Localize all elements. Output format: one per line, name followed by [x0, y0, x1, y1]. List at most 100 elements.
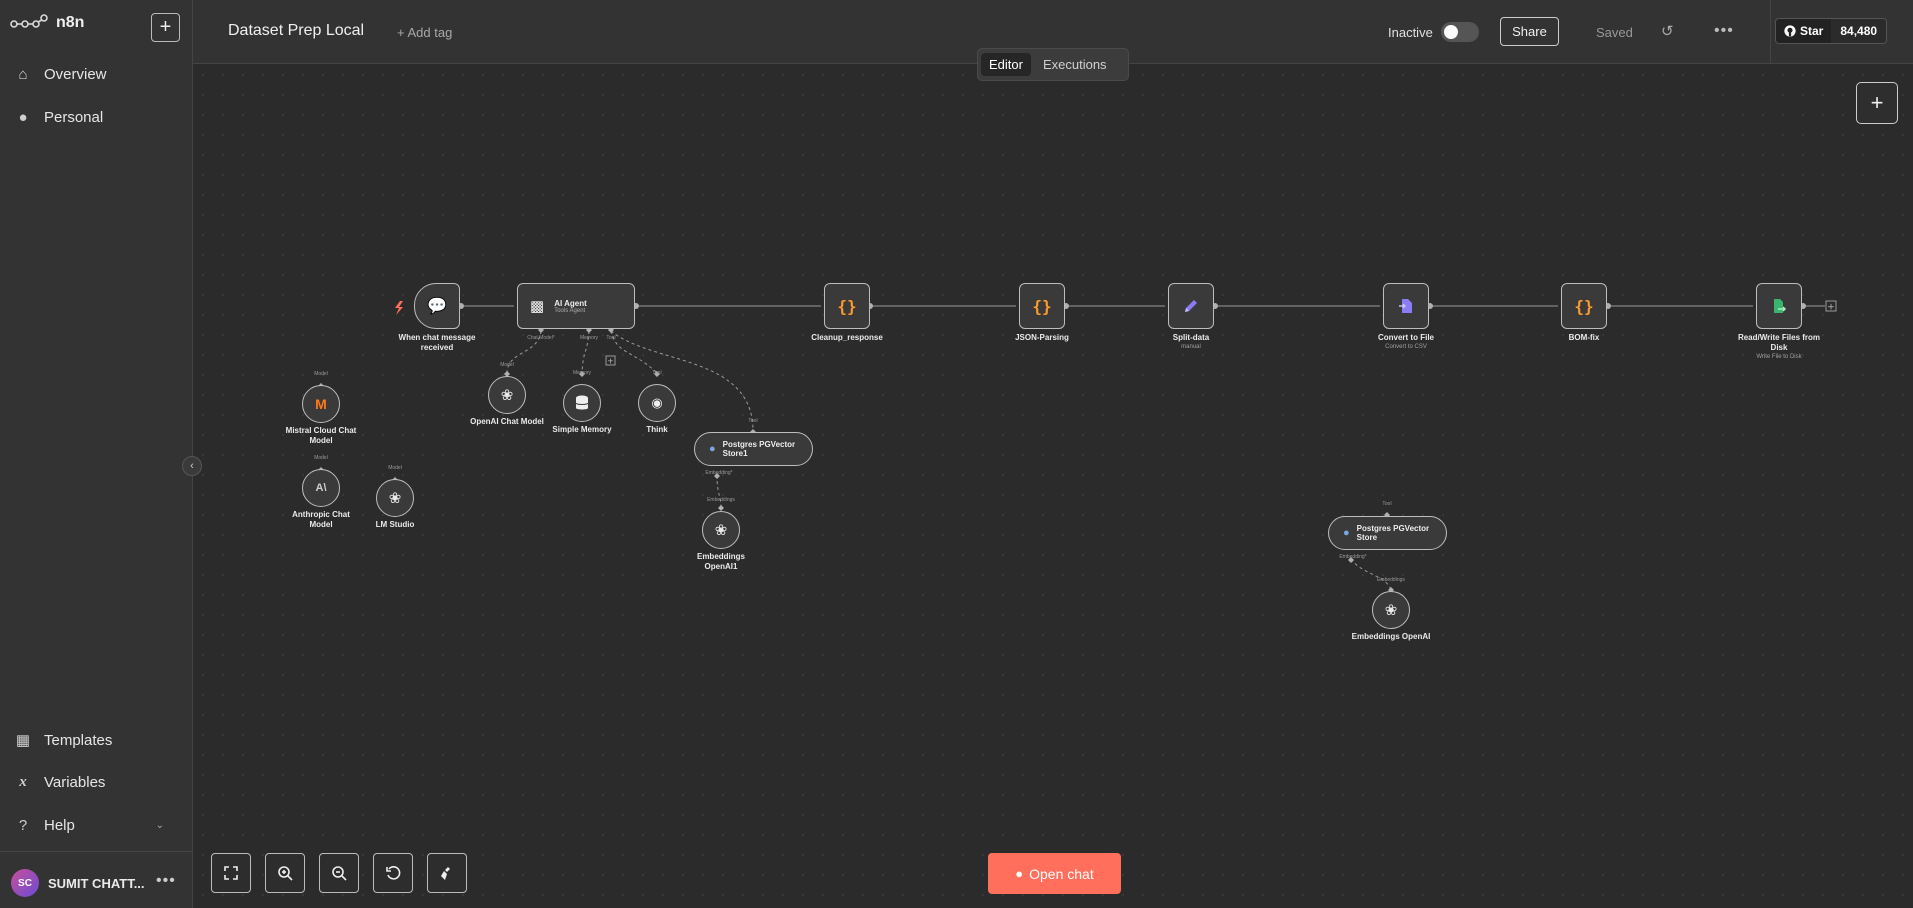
open-chat-button[interactable]: ● Open chat: [988, 853, 1121, 894]
history-icon[interactable]: ↺: [1661, 23, 1674, 40]
tab-executions[interactable]: Executions: [1042, 57, 1107, 72]
reset-zoom-button[interactable]: [373, 853, 413, 893]
port-label: Tool: [606, 335, 616, 341]
file-write-icon: [1774, 299, 1787, 313]
sidebar-item-variables[interactable]: x Variables: [14, 774, 105, 791]
port-label: Model: [500, 362, 514, 368]
node-anthropic-chat-model[interactable]: A\: [302, 469, 340, 507]
postgres-elephant-icon: ●: [1343, 527, 1350, 539]
node-subtitle: Convert to CSV: [1385, 344, 1427, 350]
openai-icon: ❀: [388, 490, 402, 507]
node-label: BOM-fix: [1568, 333, 1600, 342]
port-label: Embedding*: [1339, 554, 1367, 560]
node-label: Think: [646, 425, 668, 434]
openai-icon: ❀: [1384, 602, 1398, 619]
port-label: Memory: [572, 370, 592, 376]
node-read-write-files[interactable]: [1756, 283, 1802, 329]
create-button[interactable]: +: [151, 13, 180, 42]
add-node-button[interactable]: +: [1856, 82, 1898, 124]
n8n-logo[interactable]: n8n: [10, 14, 84, 32]
port-label: Chat Model*: [527, 335, 555, 341]
node-embeddings-openai1[interactable]: ❀: [702, 511, 740, 549]
robot-icon: ▩: [530, 298, 545, 315]
node-subtitle: manual: [1181, 344, 1201, 350]
home-icon: ⌂: [18, 66, 28, 83]
node-ai-agent[interactable]: ▩ AI Agent Tools Agent: [517, 283, 635, 329]
openai-icon: ❀: [500, 387, 514, 404]
port-label: Model: [314, 455, 328, 461]
connections-layer: + +: [318, 300, 1837, 593]
sidebar-item-label: Variables: [44, 774, 106, 791]
tab-editor[interactable]: Editor: [981, 53, 1031, 76]
sidebar-item-personal[interactable]: ● Personal: [14, 109, 103, 126]
user-more-icon[interactable]: •••: [156, 872, 176, 889]
node-cleanup-response[interactable]: {}: [824, 283, 870, 329]
github-star-label: Star: [1800, 24, 1824, 38]
port-label: Model: [388, 465, 402, 471]
node-simple-memory[interactable]: [563, 384, 601, 422]
github-icon: [1784, 25, 1796, 37]
zoom-out-icon: [332, 866, 347, 881]
user-icon: ●: [18, 109, 28, 126]
sidebar-item-help[interactable]: ? Help ⌄: [14, 817, 164, 834]
postgres-elephant-icon: ●: [709, 443, 716, 455]
fit-view-button[interactable]: [211, 853, 251, 893]
port-label: Tool: [1382, 501, 1392, 507]
sidebar-item-templates[interactable]: ▦ Templates: [14, 731, 112, 750]
box-icon: ▦: [15, 732, 31, 749]
more-options-icon[interactable]: •••: [1714, 22, 1734, 39]
node-convert-to-file[interactable]: [1383, 283, 1429, 329]
port-label: Tool: [652, 370, 662, 376]
sidebar-divider: [0, 851, 193, 852]
tidy-up-button[interactable]: [427, 853, 467, 893]
sidebar-item-overview[interactable]: ⌂ Overview: [14, 66, 107, 83]
port-label: Tool: [748, 418, 758, 424]
svg-text:+: +: [607, 357, 614, 366]
node-chat-trigger[interactable]: 💬: [414, 283, 460, 329]
add-tag-button[interactable]: + Add tag: [397, 25, 453, 40]
chat-bubbles-icon: 💬: [427, 298, 447, 315]
code-icon: {}: [1032, 296, 1052, 316]
edge-agent-think: [610, 330, 658, 374]
file-convert-icon: [1399, 299, 1412, 313]
share-button[interactable]: Share: [1500, 17, 1559, 46]
collapse-sidebar-button[interactable]: ‹: [182, 456, 202, 476]
node-label: Embeddings OpenAI: [1351, 632, 1431, 641]
sidebar-item-label: Help: [44, 817, 75, 834]
question-icon: ?: [18, 817, 28, 834]
zoom-in-button[interactable]: [265, 853, 305, 893]
node-json-parsing[interactable]: {}: [1019, 283, 1065, 329]
edge-pg2-emb2: [1350, 558, 1392, 591]
node-lm-studio[interactable]: ❀: [376, 479, 414, 517]
workflow-name[interactable]: Dataset Prep Local: [228, 22, 365, 39]
port-label: Model: [314, 371, 328, 377]
node-bom-fix[interactable]: {}: [1561, 283, 1607, 329]
node-label: OpenAI Chat Model: [470, 417, 544, 426]
user-menu[interactable]: SC SUMIT CHATT...: [11, 869, 145, 897]
node-think[interactable]: ◉: [638, 384, 676, 422]
sidebar: n8n + ⌂ Overview ● Personal ▦ Templates …: [0, 0, 193, 908]
node-split-data[interactable]: [1168, 283, 1214, 329]
node-label: Split-data: [1172, 333, 1210, 342]
sidebar-item-label: Overview: [44, 66, 107, 83]
github-star-button[interactable]: Star 84,480: [1775, 18, 1888, 44]
node-embeddings-openai[interactable]: ❀: [1372, 591, 1410, 629]
sidebar-item-label: Personal: [44, 109, 104, 126]
node-mistral-cloud-chat-model[interactable]: M: [302, 385, 340, 423]
mistral-icon: M: [315, 396, 327, 412]
node-label: Cleanup_response: [811, 333, 883, 342]
port-label: Memory: [579, 335, 599, 341]
port-label: Embeddings: [1377, 577, 1405, 583]
zoom-out-button[interactable]: [319, 853, 359, 893]
node-openai-chat-model[interactable]: ❀: [488, 376, 526, 414]
active-toggle[interactable]: [1441, 22, 1479, 42]
expand-icon: [224, 866, 238, 880]
